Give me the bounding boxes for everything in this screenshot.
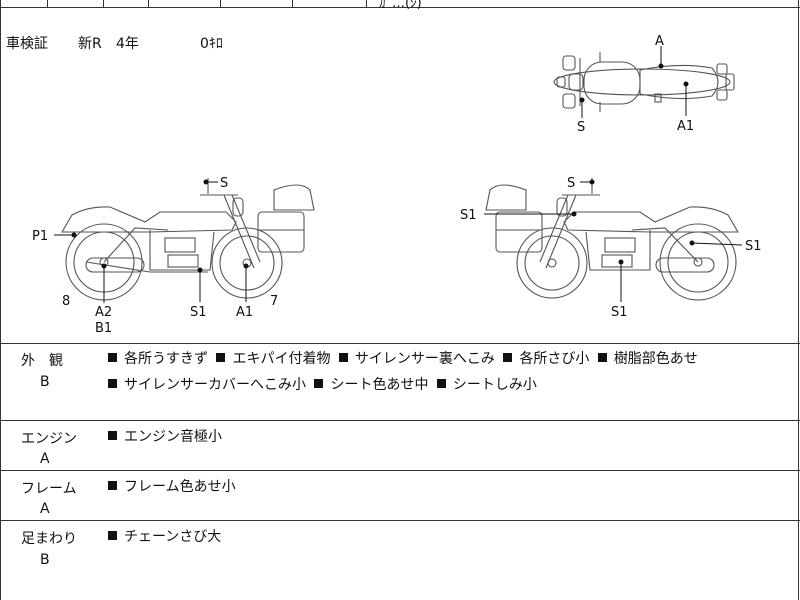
section-grade-suspension: B — [40, 552, 50, 568]
bullet-square-icon — [436, 379, 446, 388]
section-divider — [0, 343, 800, 344]
section-divider — [0, 520, 800, 521]
sheet-border-right — [798, 0, 799, 600]
condition-item: シート色あせ中 — [310, 377, 428, 393]
left-view-label-7: 7 — [270, 294, 278, 309]
section-divider — [0, 470, 800, 471]
left-view-label-s: S — [220, 176, 228, 191]
motorcycle-damage-diagram: A S A1 S P1 8 A2 B1 S1 A1 7 S S1 S1 S1 — [32, 34, 762, 336]
bullet-square-icon — [338, 353, 348, 362]
frame-items: フレーム色あせ小 — [104, 474, 784, 500]
left-view-label-a1: A1 — [236, 305, 253, 320]
bullet-square-icon — [503, 353, 513, 362]
inspection-years: 4年 — [116, 36, 139, 52]
header-cell-divider — [292, 0, 293, 8]
top-view-label-a1: A1 — [677, 119, 694, 134]
bullet-square-icon — [108, 531, 117, 540]
condition-item: 各所うすきず — [104, 351, 208, 367]
section-grade-frame: A — [40, 501, 50, 517]
header-cell-divider — [220, 0, 221, 8]
condition-item: エンジン音極小 — [104, 429, 222, 445]
right-view-label-s1-top: S1 — [460, 208, 477, 223]
header-cell-divider — [103, 0, 104, 8]
header-row-bottom-border — [0, 7, 800, 8]
bullet-square-icon — [108, 481, 117, 490]
left-view-label-p1: P1 — [32, 229, 48, 244]
condition-item: サイレンサー裏へこみ — [335, 351, 495, 367]
header-cell-divider — [366, 0, 367, 8]
condition-item: フレーム色あせ小 — [104, 479, 236, 495]
left-view-label-8: 8 — [62, 294, 70, 309]
right-view-label-s: S — [567, 176, 575, 191]
section-grade-engine: A — [40, 451, 50, 467]
header-cell-divider — [148, 0, 149, 8]
motorcycle-right-side-view — [485, 178, 739, 301]
bullet-square-icon — [216, 353, 226, 362]
motorcycle-left-side-view — [61, 178, 315, 301]
section-category-frame: フレーム — [21, 481, 77, 497]
damage-markers — [54, 46, 743, 303]
odometer-km: 0ｷﾛ — [200, 36, 223, 52]
top-view-label-s: S — [577, 120, 585, 135]
condition-item: 各所さび小 — [499, 351, 589, 367]
bullet-square-icon — [597, 353, 607, 362]
condition-item: エキパイ付着物 — [212, 351, 330, 367]
header-cell-divider — [47, 0, 48, 8]
section-category-engine: エンジン — [21, 431, 77, 447]
left-view-label-s1: S1 — [190, 305, 207, 320]
bullet-square-icon — [108, 431, 117, 440]
bullet-square-icon — [108, 353, 117, 362]
motorcycle-top-view — [553, 52, 735, 112]
suspension-items: チェーンさび大 — [104, 524, 784, 550]
header-cut-off-text: ｶﾞ…(ｼ) — [379, 0, 422, 11]
condition-item: チェーンさび大 — [104, 529, 221, 545]
inspection-label: 車検証 — [6, 36, 48, 52]
condition-item: サイレンサーカバーへこみ小 — [104, 377, 306, 393]
condition-item: シートしみ小 — [433, 377, 537, 393]
condition-item: 樹脂部色あせ — [594, 351, 698, 367]
left-view-label-b1: B1 — [95, 321, 112, 336]
engine-items: エンジン音極小 — [104, 424, 784, 450]
inspection-type: 新R — [78, 36, 102, 52]
bullet-square-icon — [108, 379, 117, 388]
section-category-exterior: 外 観 — [21, 353, 63, 369]
left-view-label-a2: A2 — [95, 305, 112, 320]
exterior-items: 各所うすきず エキパイ付着物 サイレンサー裏へこみ 各所さび小 樹脂部色あせ サ… — [104, 346, 784, 398]
section-divider — [0, 420, 800, 421]
right-view-label-s1-right: S1 — [745, 239, 762, 254]
section-category-suspension: 足まわり — [21, 531, 77, 547]
section-grade-exterior: B — [40, 374, 50, 390]
top-view-label-a: A — [655, 34, 664, 49]
right-view-label-s1-bottom: S1 — [611, 305, 628, 320]
sheet-border-left — [0, 0, 1, 600]
bullet-square-icon — [314, 379, 324, 388]
